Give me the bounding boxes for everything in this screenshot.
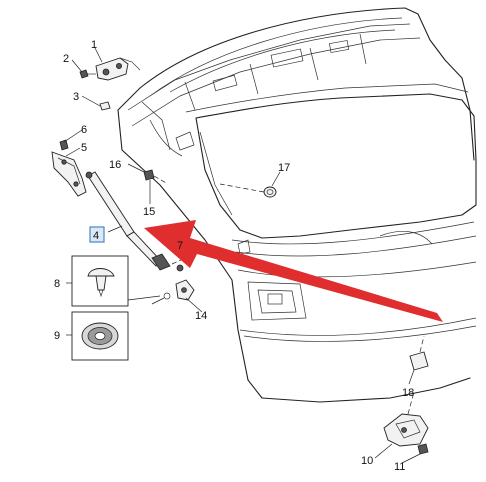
callout-16: 16 — [109, 159, 121, 171]
bolt-part-6 — [59, 139, 69, 151]
callout-7: 7 — [177, 240, 183, 252]
callout-17: 17 — [278, 162, 290, 174]
callout-4: 4 — [93, 230, 99, 242]
bolt-part-11 — [417, 443, 429, 455]
leader-lines — [63, 47, 421, 464]
callout-10: 10 — [361, 455, 373, 467]
callout-labels: 1 2 3 6 5 16 15 17 4 7 8 14 9 18 10 11 — [54, 39, 414, 473]
callout-11: 11 — [394, 461, 405, 473]
red-callout-arrow — [144, 220, 443, 322]
grommet-part-17 — [219, 183, 277, 198]
callout-8: 8 — [54, 278, 60, 290]
gas-strut-part-4 — [85, 171, 171, 271]
clip-part-3 — [99, 101, 111, 111]
bracket-part-18 — [409, 335, 429, 371]
clip-part-16 — [143, 169, 169, 185]
callout-18: 18 — [402, 387, 414, 399]
callout-9: 9 — [54, 330, 60, 342]
detail-box-8 — [71, 255, 129, 307]
hinge-part-1 — [95, 57, 141, 81]
detail-box-9 — [71, 311, 129, 361]
bracket-part-5 — [51, 151, 87, 197]
callout-15: 15 — [143, 206, 155, 218]
latch-part-10 — [383, 391, 429, 447]
bolt-part-2 — [79, 69, 96, 79]
callout-6: 6 — [81, 124, 87, 136]
callout-2: 2 — [63, 53, 69, 65]
liftgate-panel — [117, 7, 477, 403]
bracket-part-14 — [151, 279, 195, 305]
callout-3: 3 — [73, 91, 79, 103]
callout-14: 14 — [195, 310, 207, 322]
callout-5: 5 — [81, 142, 87, 154]
highlight-box-part-4 — [89, 226, 105, 243]
callout-1: 1 — [91, 39, 97, 51]
